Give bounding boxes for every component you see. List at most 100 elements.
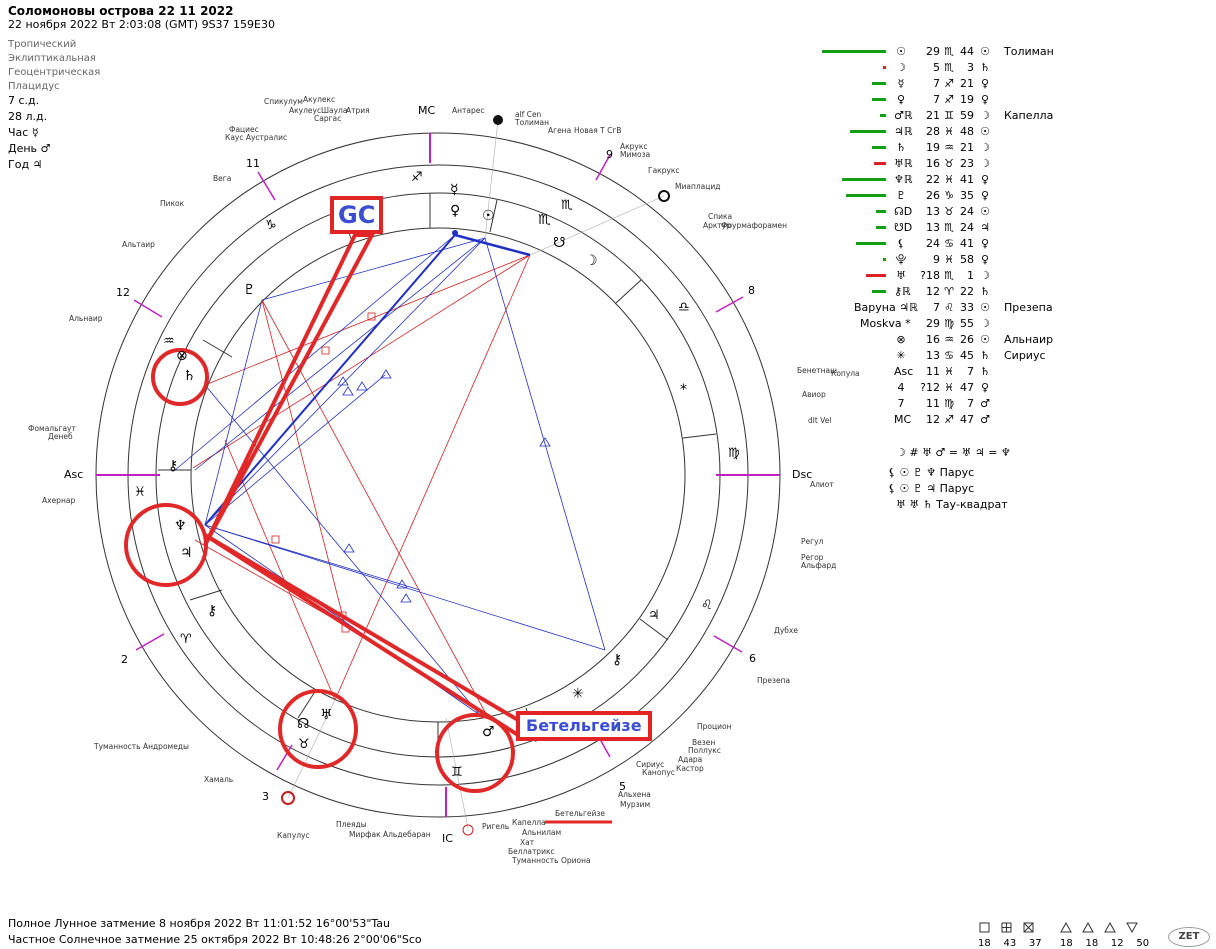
position-ruler: ♂: [980, 397, 990, 410]
stats-b-icons: [1060, 921, 1138, 934]
position-degree: 13: [926, 205, 940, 218]
strength-bar: [822, 50, 886, 53]
gemini-icon: ♊: [451, 765, 463, 780]
star-capulus: Капулус: [277, 831, 310, 840]
part-of-fortune-icon[interactable]: ⊗: [176, 348, 188, 364]
star-betelgeuse: Бетельгейзе: [555, 809, 605, 818]
zet-logo[interactable]: ZET: [1168, 927, 1210, 947]
position-sign: ♊: [944, 109, 954, 122]
strength-bar: [883, 258, 886, 261]
moon-icon[interactable]: ☽: [585, 253, 598, 269]
capricorn-icon: ♑: [265, 218, 277, 233]
position-ruler: ☽: [980, 269, 990, 282]
star-shaula: Шаула: [321, 106, 348, 115]
strength-bar: [842, 178, 886, 181]
star-murzim: Мурзим: [620, 800, 651, 809]
uranus-icon[interactable]: ♅: [320, 707, 333, 723]
star-agena: Агена: [548, 126, 572, 135]
star-khat: Хат: [520, 838, 535, 847]
strength-bar: [880, 114, 886, 117]
star-kaus-australis: Каус Аустралис: [225, 133, 288, 142]
sun-icon[interactable]: ☉: [482, 208, 495, 224]
position-minute: 24: [960, 221, 974, 234]
house-ring: [127, 164, 749, 786]
position-sign: ♐: [944, 77, 954, 90]
position-ruler: ♄: [980, 365, 990, 378]
position-ruler: ☽: [980, 141, 990, 154]
ic-label: IC: [442, 832, 453, 845]
position-symbol: ⚸: [896, 237, 906, 250]
south-node-icon[interactable]: ☋: [553, 235, 566, 251]
position-symbol: ✳: [896, 349, 906, 362]
lunar-day: 28 л.д.: [8, 110, 48, 123]
highlight-circles: [124, 348, 515, 793]
star-atria: Атрия: [346, 106, 370, 115]
position-degree: 9: [933, 253, 940, 266]
position-symbol: ♇: [896, 189, 906, 202]
jupiter-icon[interactable]: ♃: [180, 545, 193, 561]
north-node-icon[interactable]: ☊: [297, 716, 310, 732]
ceres-icon[interactable]: ⚷: [612, 652, 623, 668]
outer-ring: [95, 132, 781, 818]
star-sirius-outer: Сириус: [636, 760, 665, 769]
position-sign: ♓: [944, 125, 954, 138]
stat-b-0: 18: [1060, 938, 1073, 949]
mercury-icon[interactable]: ☿: [450, 182, 459, 198]
position-minute: 55: [960, 317, 974, 330]
position-symbol: 4: [897, 381, 905, 394]
star-spica: Спика: [708, 212, 733, 221]
position-degree: 11: [926, 397, 940, 410]
strength-bar: [872, 98, 886, 101]
saturn-icon[interactable]: ♄: [183, 368, 196, 384]
star-alioth: Алиот: [810, 480, 834, 489]
position-minute: 41: [960, 237, 974, 250]
position-ruler: ☽: [980, 317, 990, 330]
star-pleiades: Плеяды: [336, 820, 367, 829]
position-minute: 44: [960, 45, 974, 58]
stat-a-0: 18: [978, 938, 991, 949]
star-regulus: Регул: [801, 537, 824, 546]
venus-icon[interactable]: ♀: [450, 203, 461, 219]
position-symbol: Asc: [894, 365, 914, 378]
scorpio-moon-icon: ♏: [538, 212, 551, 228]
chart-title: Соломоновы острова 22 11 2022: [8, 4, 234, 18]
star-wezen: Везен: [692, 738, 716, 747]
position-sign: ♏: [944, 269, 954, 282]
star-spiculum: Спикулум: [264, 97, 303, 106]
star-acumen: Акулеус: [289, 106, 322, 115]
star-alf-cen: alf Cen: [515, 110, 542, 119]
callout-pointers: [203, 233, 520, 739]
position-degree: 13: [926, 221, 940, 234]
position-minute: 23: [960, 157, 974, 170]
chart-subtitle: 22 ноября 2022 Вт 2:03:08 (GMT) 9S37 159…: [8, 18, 275, 31]
star-miaplacidus: Миаплацид: [675, 182, 721, 191]
position-symbol: ♄: [896, 141, 906, 154]
star-avior: Авиор: [802, 390, 826, 399]
position-ruler: ☉: [980, 125, 990, 138]
star-fomalhaut: Фомальгаут: [28, 424, 76, 433]
position-degree: 12: [926, 413, 940, 426]
star-nova-t-crb: Новая Т СгВ: [574, 126, 622, 135]
position-minute: 47: [960, 381, 974, 394]
house-8: 8: [748, 284, 755, 297]
position-symbol: ♅ℝ: [894, 157, 913, 170]
position-minute: 22: [960, 285, 974, 298]
capulus-marker: [281, 791, 295, 805]
position-minute: 33: [960, 301, 974, 314]
pluto-icon[interactable]: ♇: [243, 282, 256, 298]
position-minute: 59: [960, 109, 974, 122]
lilith-icon[interactable]: ⚷: [168, 458, 179, 474]
libra-icon: ♎: [678, 300, 690, 315]
chiron-icon[interactable]: ⚷: [207, 603, 218, 619]
varuna-icon[interactable]: ♃: [648, 608, 660, 623]
mars-icon[interactable]: ♂: [482, 724, 495, 740]
position-symbol: ♃ℝ: [894, 125, 913, 138]
house-11: 11: [246, 157, 260, 170]
lunar-eclipse: Полное Лунное затмение 8 ноября 2022 Вт …: [8, 917, 390, 930]
star-procyon: Процион: [697, 722, 732, 731]
configuration-kite-2: ⚸ ☉ ♇ ♃ Парус: [888, 482, 975, 495]
settings-list: Тропический Эклиптикальная Геоцентрическ…: [8, 38, 100, 94]
position-degree: 11: [926, 365, 940, 378]
neptune-icon[interactable]: ♆: [174, 518, 187, 534]
